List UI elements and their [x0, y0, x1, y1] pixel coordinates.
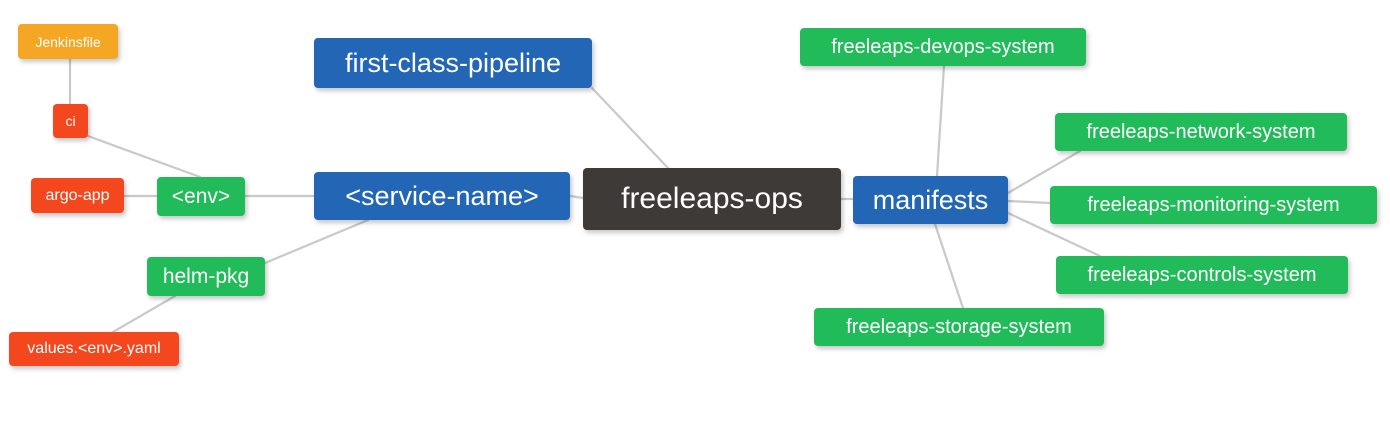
node-label-monitoring-system: freeleaps-monitoring-system — [1087, 194, 1340, 216]
node-service-name[interactable]: <service-name> — [314, 172, 570, 220]
node-network-system[interactable]: freeleaps-network-system — [1055, 113, 1347, 151]
edge-service-name-to-helm-pkg — [263, 218, 370, 265]
node-label-manifests: manifests — [872, 184, 989, 215]
node-label-values-yaml: values.<env>.yaml — [27, 340, 161, 357]
edge-first-class-pipeline-to-freeleaps-ops — [590, 86, 670, 170]
edge-ci-to-env — [86, 134, 202, 179]
node-label-storage-system: freeleaps-storage-system — [846, 316, 1072, 338]
node-label-jenkinsfile: Jenkinsfile — [35, 33, 101, 50]
node-label-first-class-pipeline: first-class-pipeline — [344, 47, 562, 78]
edge-manifests-to-devops-system — [935, 64, 946, 178]
node-label-helm-pkg: helm-pkg — [162, 265, 250, 288]
node-env[interactable]: <env> — [157, 177, 245, 216]
node-helm-pkg[interactable]: helm-pkg — [147, 257, 265, 296]
node-argo-app[interactable]: argo-app — [31, 178, 124, 213]
node-storage-system[interactable]: freeleaps-storage-system — [814, 308, 1104, 346]
node-jenkinsfile[interactable]: Jenkinsfile — [18, 24, 118, 59]
node-monitoring-system[interactable]: freeleaps-monitoring-system — [1050, 186, 1377, 224]
node-first-class-pipeline[interactable]: first-class-pipeline — [314, 38, 592, 88]
node-label-service-name: <service-name> — [345, 180, 539, 211]
edge-manifests-to-monitoring-system — [1006, 199, 1052, 205]
node-label-argo-app: argo-app — [45, 186, 110, 204]
node-ci[interactable]: ci — [53, 104, 88, 138]
node-label-env: <env> — [171, 185, 231, 208]
node-values-yaml[interactable]: values.<env>.yaml — [9, 332, 179, 366]
node-controls-system[interactable]: freeleaps-controls-system — [1056, 256, 1348, 294]
node-label-ci: ci — [65, 113, 76, 129]
edge-manifests-to-storage-system — [933, 222, 965, 310]
edge-helm-pkg-to-values-yaml — [111, 294, 177, 334]
node-label-controls-system: freeleaps-controls-system — [1087, 264, 1317, 286]
node-manifests[interactable]: manifests — [853, 176, 1008, 224]
node-label-network-system: freeleaps-network-system — [1086, 121, 1316, 143]
node-label-devops-system: freeleaps-devops-system — [831, 36, 1055, 58]
node-devops-system[interactable]: freeleaps-devops-system — [800, 28, 1086, 66]
node-freeleaps-ops[interactable]: freeleaps-ops — [583, 168, 841, 230]
edge-service-name-to-freeleaps-ops — [568, 194, 585, 200]
node-label-freeleaps-ops: freeleaps-ops — [621, 182, 803, 215]
